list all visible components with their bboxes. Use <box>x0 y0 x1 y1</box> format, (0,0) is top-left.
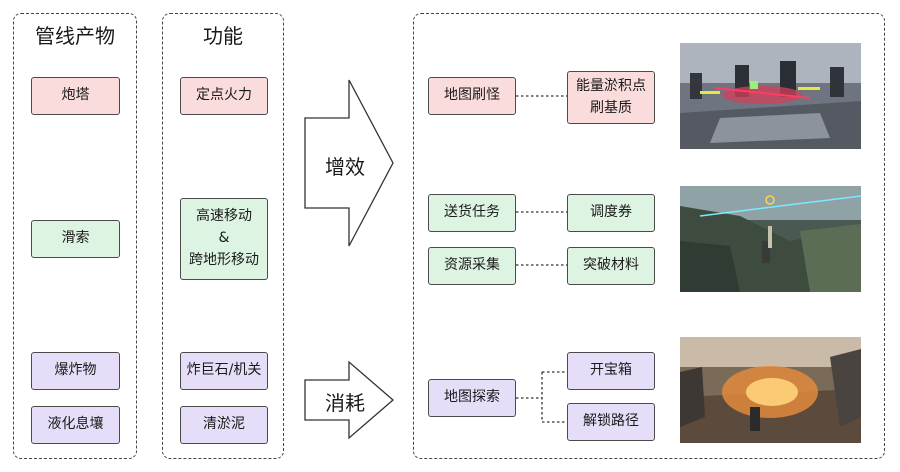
energy-point-line1: 能量淤积点 <box>576 77 646 94</box>
map-explore-box: 地图探索 <box>428 379 516 417</box>
function-mobility-line1: 高速移动 <box>196 208 252 225</box>
product-zipline: 滑索 <box>31 220 120 258</box>
breakthrough-material-box: 突破材料 <box>567 247 655 285</box>
open-chest-box: 开宝箱 <box>567 352 655 390</box>
function-blast-boulders: 炸巨石/机关 <box>180 352 268 390</box>
function-mobility-line3: 跨地形移动 <box>189 251 259 268</box>
boost-arrow-shape <box>304 79 394 247</box>
consume-arrow-label: 消耗 <box>325 391 365 415</box>
products-panel <box>13 13 137 459</box>
function-mobility: 高速移动 & 跨地形移动 <box>180 198 268 280</box>
voucher-box: 调度券 <box>567 194 655 232</box>
outcomes-panel <box>413 13 885 459</box>
explosion-screenshot <box>680 337 861 443</box>
unlock-path-box: 解锁路径 <box>567 403 655 441</box>
map-spawn-box: 地图刷怪 <box>428 77 516 115</box>
product-explosive: 爆炸物 <box>31 352 120 390</box>
energy-point-box: 能量淤积点 刷基质 <box>567 71 655 124</box>
boost-arrow-label: 增效 <box>325 155 365 179</box>
function-fixed-firepower: 定点火力 <box>180 77 268 115</box>
turret-scene-image <box>680 43 861 149</box>
connector-explore-branch <box>516 371 567 423</box>
products-column-title: 管线产物 <box>35 24 115 48</box>
delivery-task-box: 送货任务 <box>428 194 516 232</box>
energy-point-line2: 刷基质 <box>590 99 632 116</box>
explosion-scene-image <box>680 337 861 443</box>
consume-arrow-shape <box>304 360 394 440</box>
functions-panel <box>162 13 284 459</box>
resource-gathering-box: 资源采集 <box>428 247 516 285</box>
zipline-scene-image <box>680 186 861 292</box>
turret-screenshot <box>680 43 861 149</box>
function-clear-silt: 清淤泥 <box>180 406 268 444</box>
product-liquefied-soil: 液化息壤 <box>31 406 120 444</box>
product-turret: 炮塔 <box>31 77 120 115</box>
functions-column-title: 功能 <box>203 24 243 48</box>
zipline-screenshot <box>680 186 861 292</box>
function-mobility-line2: & <box>218 230 230 247</box>
